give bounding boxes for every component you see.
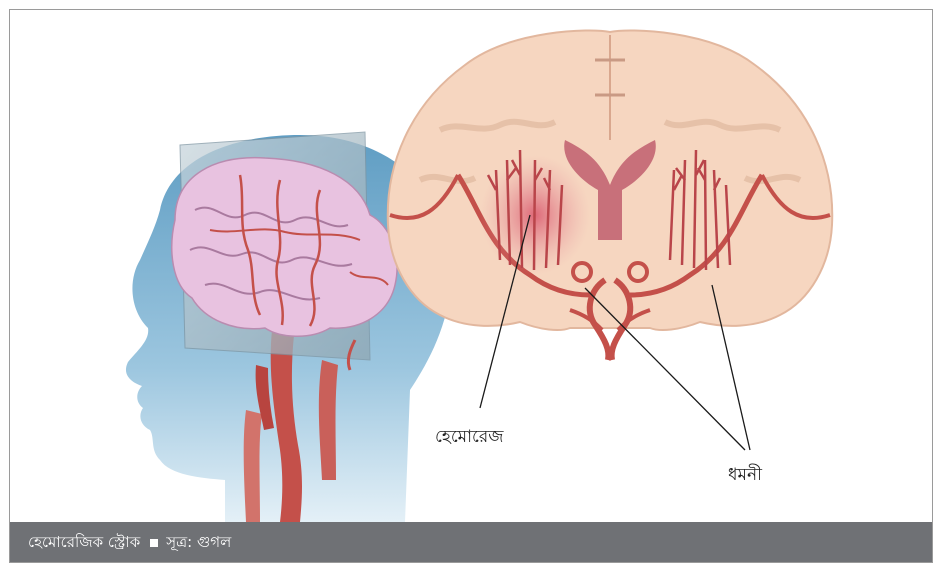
artery-label: ধমনী xyxy=(728,464,763,485)
caption-bar: হেমোরেজিক স্ট্রোক সূত্র: গুগল xyxy=(10,522,933,563)
caption-source: সূত্র: গুগল xyxy=(166,531,231,556)
brain-coronal-section xyxy=(388,31,832,360)
hemorrhage-label: হেমোরেজ xyxy=(435,427,504,447)
caption-separator-square xyxy=(150,539,158,547)
caption-title: হেমোরেজিক স্ট্রোক xyxy=(28,531,140,556)
stroke-illustration: হেমোরেজ ধমনী xyxy=(10,10,933,522)
figure-frame: হেমোরেজ ধমনী হেমোরেজিক স্ট্রোক সূত্র: গু… xyxy=(9,9,933,563)
